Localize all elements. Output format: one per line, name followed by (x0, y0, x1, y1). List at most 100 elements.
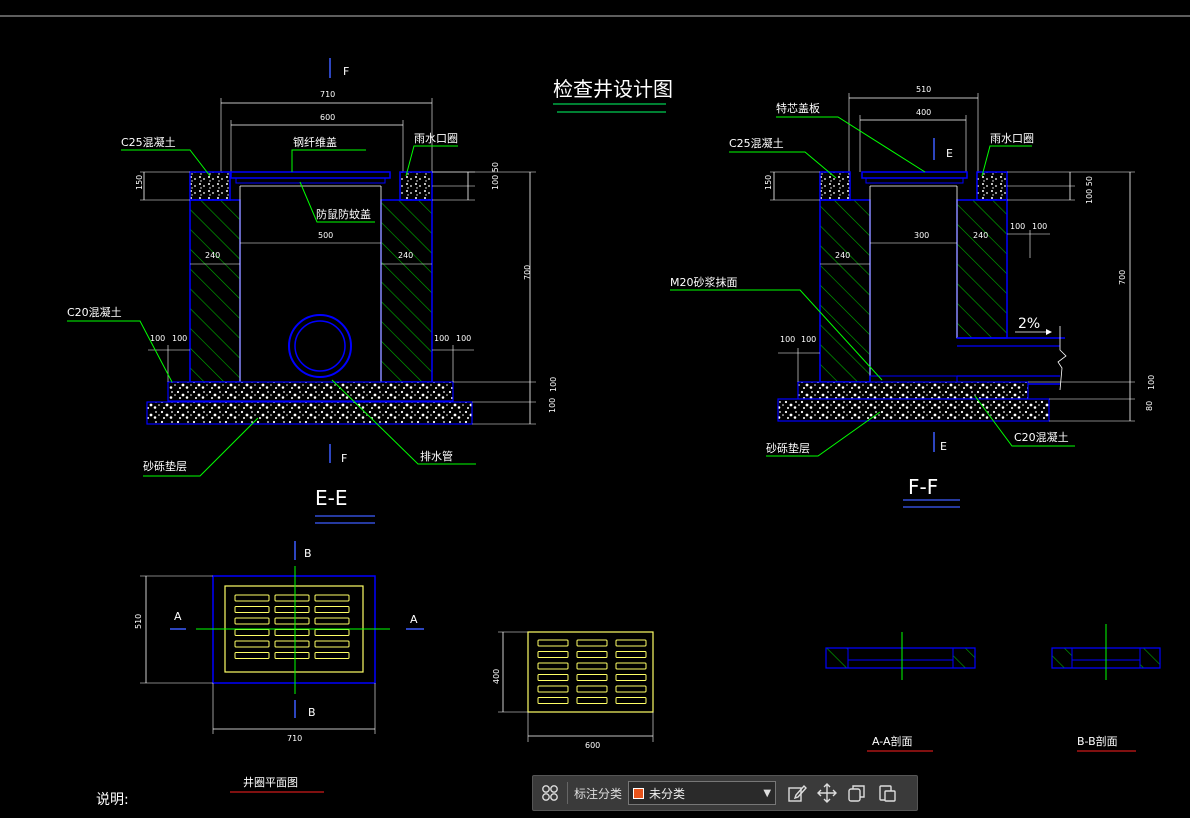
slope-label: 2% (1018, 316, 1040, 332)
label-inlet-ff: 雨水口圈 (990, 132, 1034, 145)
label-inlet-ee: 雨水口圈 (414, 132, 458, 145)
label-cover-ff: 特芯盖板 (776, 101, 820, 115)
dim-700-ff: 700 (1118, 270, 1127, 285)
label-cover-ee: 钢纤维盖 (293, 135, 337, 149)
plan-grate-slot (314, 629, 350, 636)
move-icon[interactable] (816, 782, 838, 804)
label-c20-ff: C20混凝土 (1014, 430, 1069, 444)
plan-grate-slot (234, 629, 270, 636)
section-ee: F F 710 600 500 240 240 (67, 58, 558, 524)
grate-slot (537, 639, 569, 647)
section-name-ee: E-E (315, 486, 348, 510)
label-c25-ff: C25混凝土 (729, 136, 784, 150)
section-name-aa: A-A剖面 (872, 734, 913, 748)
category-select[interactable]: 未分类 ▼ (628, 781, 777, 805)
grate-slot (537, 662, 569, 670)
dim-100-50-ff: 100 50 (1085, 176, 1094, 204)
dim-100-ff-pipe-a: 100 (1010, 222, 1025, 231)
dim-100-left-a: 100 (150, 334, 165, 343)
dim-150-left: 150 (135, 175, 144, 190)
plan-grate-slot (274, 594, 310, 602)
plan-grate-slot (234, 617, 270, 625)
grate-slot (576, 674, 608, 681)
grate-dim-400: 400 (492, 669, 501, 684)
plan-grate-slot (234, 606, 270, 613)
dim-80-ff-base: 80 (1145, 401, 1154, 411)
grate-slot (615, 651, 647, 658)
dim-700-ee: 700 (523, 265, 532, 280)
grate-slot (537, 651, 569, 658)
cut-mark-e-top: E (946, 147, 953, 160)
plan-dim-510: 510 (134, 614, 143, 629)
dim-400-ff: 400 (916, 108, 931, 117)
dim-300-ff: 300 (914, 231, 929, 240)
dim-100-right-b: 100 (456, 334, 471, 343)
grate-slot (537, 674, 569, 681)
notes-heading: 说明: (96, 792, 129, 808)
label-c25-ee: C25混凝土 (121, 135, 176, 149)
dim-100-base-b: 100 (548, 398, 557, 413)
category-selected: 未分类 (649, 786, 686, 801)
grate-slot (615, 697, 647, 704)
dim-100-50-right: 100 50 (491, 162, 500, 190)
label-sand-ee: 砂砾垫层 (143, 459, 187, 473)
dim-100-ff-pipe-b: 100 (1032, 222, 1047, 231)
cut-mark-f-top: F (343, 65, 349, 78)
category-swatch (633, 787, 645, 799)
dim-240-ff-right: 240 (973, 231, 988, 240)
label-c20-ee: C20混凝土 (67, 305, 122, 319)
dim-500: 500 (318, 231, 333, 240)
copy-icon[interactable] (846, 782, 868, 804)
drawing-title: 检查井设计图 (553, 77, 673, 101)
plan-grate-slot (274, 629, 310, 636)
category-label: 标注分类 (574, 786, 623, 801)
grate-slot (576, 639, 608, 647)
plan-grate-slot (314, 594, 350, 602)
annotation-toolbar: 标注分类 未分类 ▼ (532, 775, 918, 811)
grate-slot (576, 662, 608, 670)
dim-100-ff-left-b: 100 (801, 335, 816, 344)
dim-600: 600 (320, 113, 335, 122)
dim-100-base-a: 100 (549, 377, 558, 392)
plan-view: B B A A 510 710 井圈平面图 (134, 541, 424, 793)
grate-slot (615, 685, 647, 693)
plan-grate-slot (234, 640, 270, 648)
plan-grate-slot (234, 594, 270, 602)
label-antirat-ee: 防鼠防蚊盖 (316, 207, 371, 221)
dim-150-ff: 150 (764, 175, 773, 190)
dim-240-ff-left: 240 (835, 251, 850, 260)
label-sand-ff: 砂砾垫层 (766, 441, 810, 455)
dim-240-right: 240 (398, 251, 413, 260)
grate-slot (576, 651, 608, 658)
dim-100-left-b: 100 (172, 334, 187, 343)
drawing-title-group: 检查井设计图 (553, 77, 673, 113)
edit-icon[interactable] (786, 782, 808, 804)
plan-grate-slot (314, 652, 350, 659)
grid-icon[interactable] (539, 782, 561, 804)
plan-mark-b-top: B (304, 547, 312, 560)
cut-mark-f-bottom: F (341, 452, 347, 465)
section-name-ff: F-F (908, 475, 938, 499)
plan-grate-slot (314, 617, 350, 625)
section-bb: B-B剖面 (1051, 624, 1161, 752)
dim-100-ff-left-a: 100 (780, 335, 795, 344)
label-drain-ee: 排水管 (420, 449, 453, 463)
grate-slot (537, 697, 569, 704)
plan-dim-710: 710 (287, 734, 302, 743)
plan-grate-slot (274, 652, 310, 659)
grate-slot (615, 674, 647, 681)
dim-100-ff-base: 100 (1147, 375, 1156, 390)
grate-slot (576, 697, 608, 704)
section-name-bb: B-B剖面 (1077, 734, 1118, 748)
plan-grate-slot (274, 606, 310, 613)
plan-mark-a-left: A (174, 610, 182, 623)
grate-slot (576, 685, 608, 693)
chevron-down-icon: ▼ (763, 787, 772, 799)
paste-icon[interactable] (876, 782, 898, 804)
grate-slot (615, 639, 647, 647)
grate-dim-600: 600 (585, 741, 600, 750)
grate-slot (615, 662, 647, 670)
grate-view: 400 600 (492, 631, 654, 750)
label-m20-ff: M20砂浆抹面 (670, 275, 738, 289)
